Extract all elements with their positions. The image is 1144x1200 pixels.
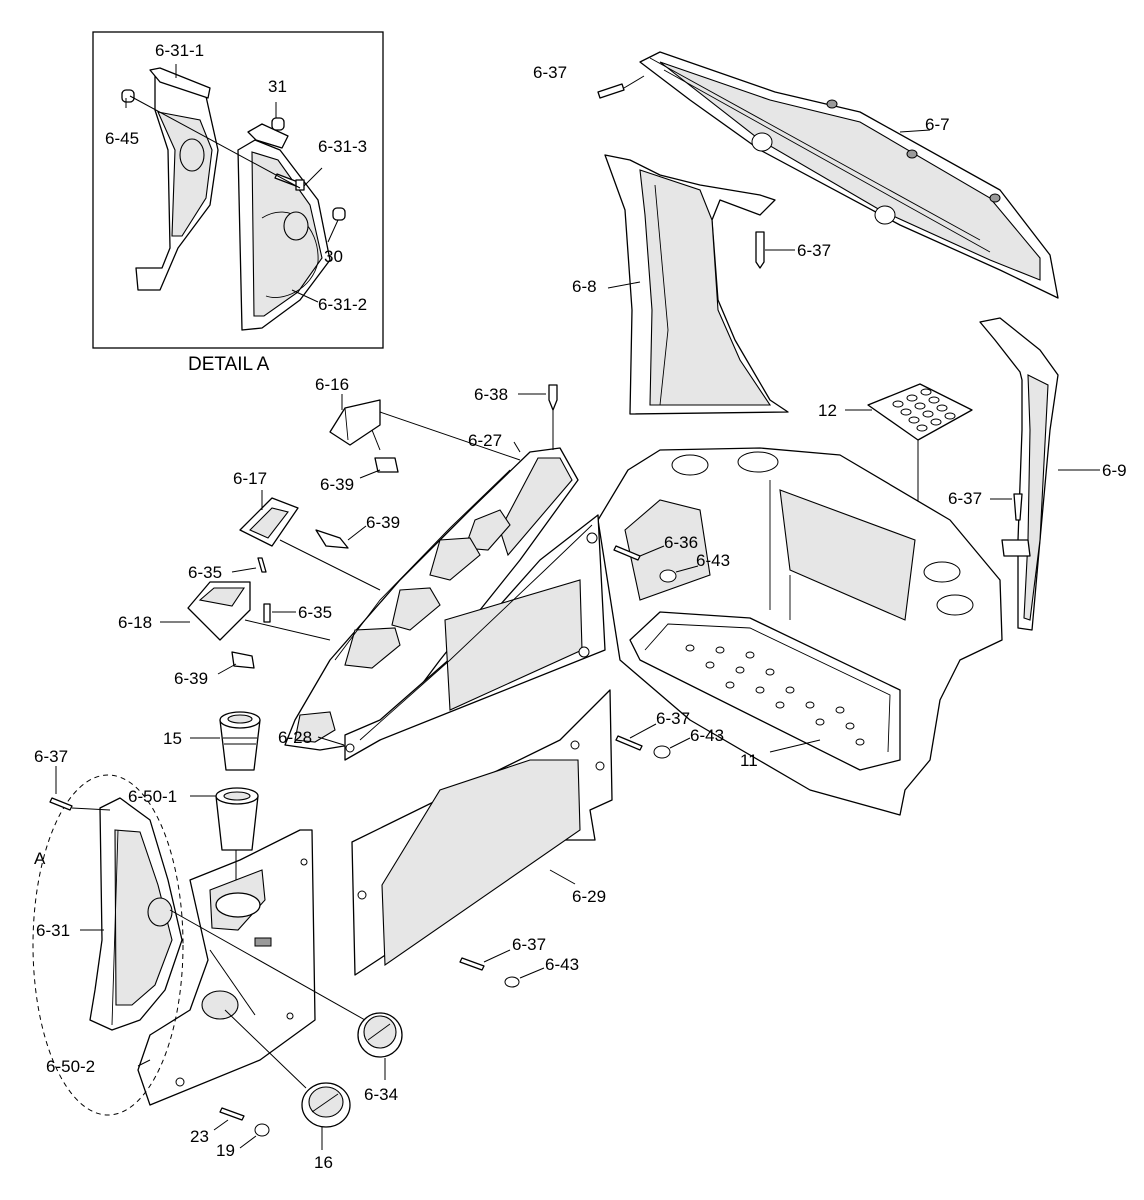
cap-30 [332, 207, 346, 221]
part-6-17-bracket [239, 497, 299, 547]
plug-6-43-a [659, 569, 677, 583]
plug-6-43-c [504, 976, 520, 988]
label-23: 23 [190, 1127, 209, 1146]
label-6-37-f: 6-37 [512, 935, 546, 954]
label-6-43-c: 6-43 [545, 955, 579, 974]
label-6-50-1: 6-50-1 [128, 787, 177, 806]
label-11: 11 [740, 751, 758, 770]
label-6-36: 6-36 [664, 533, 698, 552]
grommet-6-45 [121, 89, 135, 103]
label-30: 30 [324, 247, 343, 266]
label-19: 19 [216, 1141, 235, 1160]
part-6-9-pillar [979, 317, 1059, 631]
cap-31 [271, 117, 285, 131]
part-6-7-top-rail [639, 51, 1059, 299]
label-6-37-b: 6-37 [797, 241, 831, 260]
part-12-pad [867, 383, 973, 441]
stud-6-38 [548, 384, 558, 411]
label-6-8: 6-8 [572, 277, 597, 296]
screw-6-36 [613, 545, 641, 561]
detail-frame [92, 31, 384, 349]
detail-caption: DETAIL A [188, 354, 270, 375]
label-6-43-b: 6-43 [690, 726, 724, 745]
label-6-9: 6-9 [1102, 461, 1127, 480]
detail-left-hole [179, 138, 205, 172]
label-6-35-b: 6-35 [298, 603, 332, 622]
label-6-31-3: 6-31-3 [318, 137, 367, 156]
part-15-cup [219, 711, 261, 771]
part-6-50-1-cup [215, 787, 259, 851]
label-6-27: 6-27 [468, 431, 502, 450]
screw-6-35-a [257, 557, 267, 573]
screw-6-37-f [459, 957, 485, 971]
screw-23 [219, 1107, 245, 1121]
screw-6-37-top [597, 83, 625, 99]
screw-6-37-right [1013, 493, 1023, 521]
plug-6-43-b [653, 745, 671, 759]
screw-6-37-e [615, 735, 643, 751]
screw-6-37-d [49, 797, 73, 811]
label-6-45: 6-45 [105, 129, 139, 148]
part-11-floor-tub [597, 447, 1003, 816]
label-6-37-d: 6-37 [34, 747, 68, 766]
label-6-39-b: 6-39 [366, 513, 400, 532]
label-6-50-2: 6-50-2 [46, 1057, 95, 1076]
label-6-18: 6-18 [118, 613, 152, 632]
label-6-39-c: 6-39 [174, 669, 208, 688]
label-6-31: 6-31 [36, 921, 70, 940]
screw-6-35-b [263, 603, 271, 623]
label-6-28: 6-28 [278, 728, 312, 747]
bolt-6-39-a [374, 457, 399, 473]
part-6-28-side-panel [344, 514, 606, 761]
label-6-7: 6-7 [925, 115, 950, 134]
detail-right-hole [283, 211, 309, 241]
part-6-27-console [284, 447, 579, 751]
label-15: 15 [163, 729, 182, 748]
label-12: 12 [818, 401, 837, 420]
bolt-6-39-c [231, 651, 255, 669]
label-6-34: 6-34 [364, 1085, 398, 1104]
label-6-37-top: 6-37 [533, 63, 567, 82]
label-6-35-a: 6-35 [188, 563, 222, 582]
screw-6-37-pillar [755, 231, 765, 269]
label-6-16: 6-16 [315, 375, 349, 394]
part-6-34-cap [357, 1012, 403, 1058]
bolt-6-39-b [315, 529, 349, 549]
plug-19 [254, 1123, 270, 1137]
part-16-cap [301, 1082, 351, 1128]
label-6-39-a: 6-39 [320, 475, 354, 494]
label-6-37-e: 6-37 [656, 709, 690, 728]
clip-6-9 [1001, 539, 1031, 557]
label-6-43-a: 6-43 [696, 551, 730, 570]
label-6-38: 6-38 [474, 385, 508, 404]
part-6-16-bracket [329, 399, 381, 446]
part-6-50-2-console-end [137, 829, 316, 1106]
label-6-31-1: 6-31-1 [155, 41, 204, 60]
detail-a-inset: 6-31-1 31 6-45 6-31-3 30 6-31-2 [92, 31, 384, 349]
label-6-31-2: 6-31-2 [318, 295, 367, 314]
label-31: 31 [268, 77, 287, 96]
label-6-17: 6-17 [233, 469, 267, 488]
label-6-37-c: 6-37 [948, 489, 982, 508]
label-16: 16 [314, 1153, 333, 1172]
part-6-31-panel [89, 797, 183, 1031]
part-6-8-pillar [604, 154, 789, 415]
part-6-29-lower-panel [351, 689, 613, 976]
label-6-29: 6-29 [572, 887, 606, 906]
label-detail-a-ref: A [34, 849, 46, 868]
detail-a-boundary [32, 774, 184, 1116]
part-6-18-bracket [187, 581, 251, 641]
